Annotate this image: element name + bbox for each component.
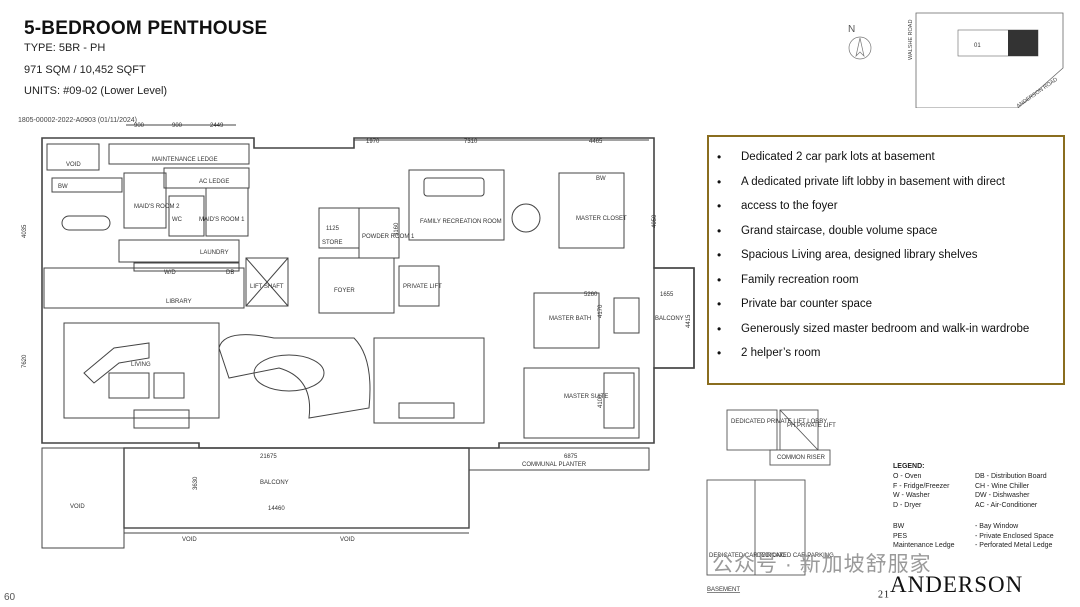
basement-lobby-label: DEDICATED PRIVATE LIFT LOBBY <box>731 419 827 425</box>
library-label: LIBRARY <box>166 299 192 305</box>
void-label-bottom-2: VOID <box>182 537 197 543</box>
balcony-south-label: BALCONY <box>260 480 289 486</box>
common-riser-label: COMMON RISER <box>777 455 826 461</box>
store-label: STORE <box>322 240 343 246</box>
communal-planter-label: COMMUNAL PLANTER <box>522 462 587 468</box>
key-plan: N 01 WALSHE ROAD ANDERSON ROAD <box>848 12 1064 108</box>
feature-item: Grand staircase, double volume space <box>717 219 1053 244</box>
feature-item: Private bar counter space <box>717 292 1053 317</box>
legend-row <box>893 510 1054 522</box>
balcony-east-label: BALCONY <box>655 316 684 322</box>
anderson-road-label: ANDERSON ROAD <box>1016 77 1059 108</box>
dim-6875: 6875 <box>564 454 578 460</box>
void-label-bottom: VOID <box>70 504 85 510</box>
laundry-label: LAUNDRY <box>200 250 229 256</box>
page-title: 5-BEDROOM PENTHOUSE <box>24 18 268 39</box>
feature-item-continuation: access to the foyer <box>717 194 1053 219</box>
wd-label: W/D <box>164 270 176 276</box>
void-label-bottom-3: VOID <box>340 537 355 543</box>
bay-window-label: BW <box>58 184 68 190</box>
dim-7310: 7310 <box>464 139 478 145</box>
dim-3630: 3630 <box>193 476 199 490</box>
private-lift-label: PRIVATE LIFT <box>403 284 442 290</box>
dim-2449: 2449 <box>210 123 224 129</box>
maids-room-1-label: MAID'S ROOM 1 <box>199 217 245 223</box>
carpark-1-label: DEDICATED CAR PARKING <box>709 553 786 559</box>
dim-4050: 4050 <box>652 214 658 228</box>
highlighted-unit <box>1008 30 1038 56</box>
unit-type: TYPE: 5BR - PH <box>24 42 106 54</box>
bay-window-label-2: BW <box>596 176 606 182</box>
legend-row: Maintenance Ledge- Perforated Metal Ledg… <box>893 542 1053 549</box>
document-reference: 1805-00002-2022-A0903 (01/11/2024) <box>18 117 137 124</box>
dim-4170: 4170 <box>598 304 604 318</box>
maintenance-ledge-label: MAINTENANCE LEDGE <box>152 157 218 163</box>
dim-900-a: 900 <box>134 123 145 129</box>
page-number: 60 <box>4 592 16 603</box>
powder-room-label: POWDER ROOM 1 <box>362 234 415 240</box>
basement-plan: DEDICATED PRIVATE LIFT LOBBY PH PRIVATE … <box>706 409 836 593</box>
feature-item: Generously sized master bedroom and walk… <box>717 317 1053 342</box>
feature-item: 2 helper’s room <box>717 341 1053 366</box>
unit-area: 971 SQM / 10,452 SQFT <box>24 64 146 76</box>
legend-row: BW- Bay Window <box>893 523 1019 530</box>
floor-plan: 900 900 2449 1970 7310 4465 4035 7620 11… <box>22 123 695 549</box>
north-arrow-icon <box>848 36 872 60</box>
dim-4100: 4100 <box>598 394 604 408</box>
dim-3160: 3160 <box>394 222 400 236</box>
site-outline <box>915 12 1064 108</box>
dim-7620: 7620 <box>22 354 28 368</box>
dim-14460: 14460 <box>268 506 285 512</box>
dim-1655: 1655 <box>660 292 674 298</box>
carpark-2-label: DEDICATED CAR PARKING <box>757 553 834 559</box>
block-label: 01 <box>974 43 981 49</box>
dim-4415: 4415 <box>686 314 692 328</box>
legend-heading: LEGEND: <box>893 463 925 470</box>
feature-item: Family recreation room <box>717 268 1053 293</box>
maids-room-2-label: MAID'S ROOM 2 <box>134 204 180 210</box>
master-closet-label: MASTER CLOSET <box>576 216 627 222</box>
foyer-label: FOYER <box>334 288 355 294</box>
features-list: Dedicated 2 car park lots at basement A … <box>709 137 1063 366</box>
unit-numbers: UNITS: #09-02 (Lower Level) <box>24 85 168 97</box>
legend-row: PES- Private Enclosed Space <box>893 532 1054 540</box>
dim-4035: 4035 <box>22 224 28 238</box>
master-bath-label: MASTER BATH <box>549 316 591 322</box>
dim-1125: 1125 <box>326 226 340 232</box>
dim-900-b: 900 <box>172 123 183 129</box>
dim-21675: 21675 <box>260 454 277 460</box>
master-suite-label: MASTER SUITE <box>564 394 608 400</box>
lift-shaft-label: LIFT SHAFT <box>250 284 284 290</box>
living-label: LIVING <box>131 362 151 368</box>
features-panel: Dedicated 2 car park lots at basement A … <box>707 135 1065 385</box>
feature-item: A dedicated private lift lobby in baseme… <box>717 170 1053 195</box>
feature-item: Dedicated 2 car park lots at basement <box>717 145 1053 170</box>
family-recreation-label: FAMILY RECREATION ROOM <box>420 219 502 225</box>
north-label: N <box>848 24 855 35</box>
dim-4465: 4465 <box>589 139 603 145</box>
wc-label: WC <box>172 217 183 223</box>
walshe-road-label: WALSHE ROAD <box>908 20 914 60</box>
basement-label: BASEMENT <box>707 587 740 593</box>
watermark: 公众号 · 新加坡舒服家 <box>712 553 932 576</box>
void-label-top: VOID <box>66 162 81 168</box>
feature-item: Spacious Living area, designed library s… <box>717 243 1053 268</box>
dim-1970: 1970 <box>366 139 380 145</box>
ph-private-lift-label: PH PRIVATE LIFT <box>787 423 836 429</box>
db-label: DB <box>226 270 234 276</box>
ac-ledge-label: AC LEDGE <box>199 179 229 185</box>
dim-5260: 5260 <box>584 292 598 298</box>
brand-logo: 21ANDERSON <box>878 572 1024 601</box>
